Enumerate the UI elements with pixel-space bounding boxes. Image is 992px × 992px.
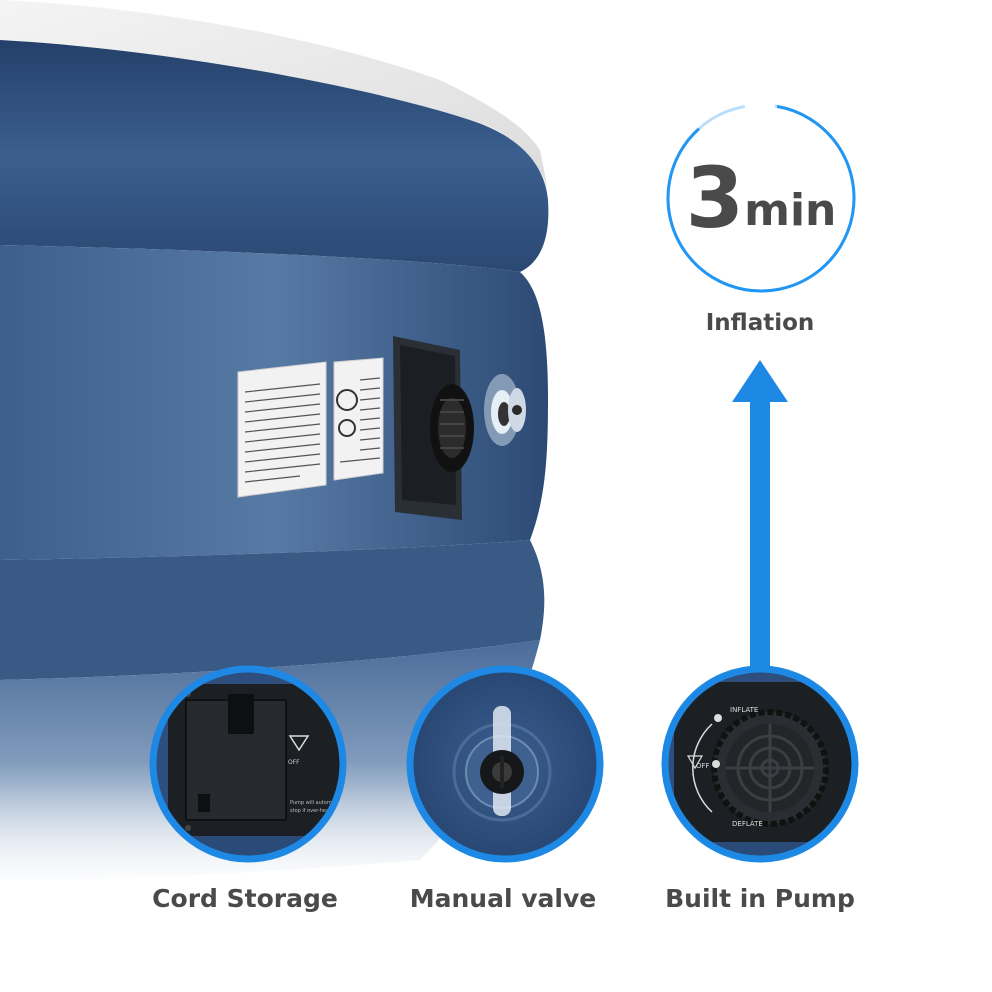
valve (484, 374, 526, 446)
quilted-top (0, 0, 548, 190)
feature-caption-manual-valve: Manual valve (409, 884, 597, 913)
up-arrow-icon (732, 360, 788, 680)
pump-off-label: OFF (696, 762, 710, 770)
lower-band (0, 540, 545, 680)
warning-label (237, 361, 327, 498)
instruction-label (333, 357, 384, 481)
feature-caption-built-in-pump: Built in Pump (665, 884, 855, 913)
timer-readout: 3 min (665, 102, 857, 294)
feature-caption-cord-storage: Cord Storage (152, 884, 338, 913)
pump-deflate-label: DEFLATE (732, 820, 763, 828)
upper-band (0, 40, 549, 272)
timer-value: 3 (685, 149, 744, 247)
timer-unit: min (744, 185, 837, 236)
pump-inflate-label: INFLATE (730, 706, 758, 714)
cord-storage-zoom: OFF Pump will automatically stop if over… (149, 665, 348, 863)
manual-valve-zoom (406, 665, 604, 863)
svg-text:OFF: OFF (288, 759, 300, 766)
inflation-timer-badge: 3 min (665, 102, 857, 294)
svg-text:stop if over-heated.: stop if over-heated. (290, 808, 339, 814)
pump-plate (393, 336, 474, 520)
inflation-caption: Inflation (705, 310, 815, 336)
svg-text:Pump will automatically: Pump will automatically (290, 800, 348, 806)
timer-ring (665, 102, 857, 294)
built-in-pump-zoom: INFLATE OFF DEFLATE (661, 665, 859, 863)
